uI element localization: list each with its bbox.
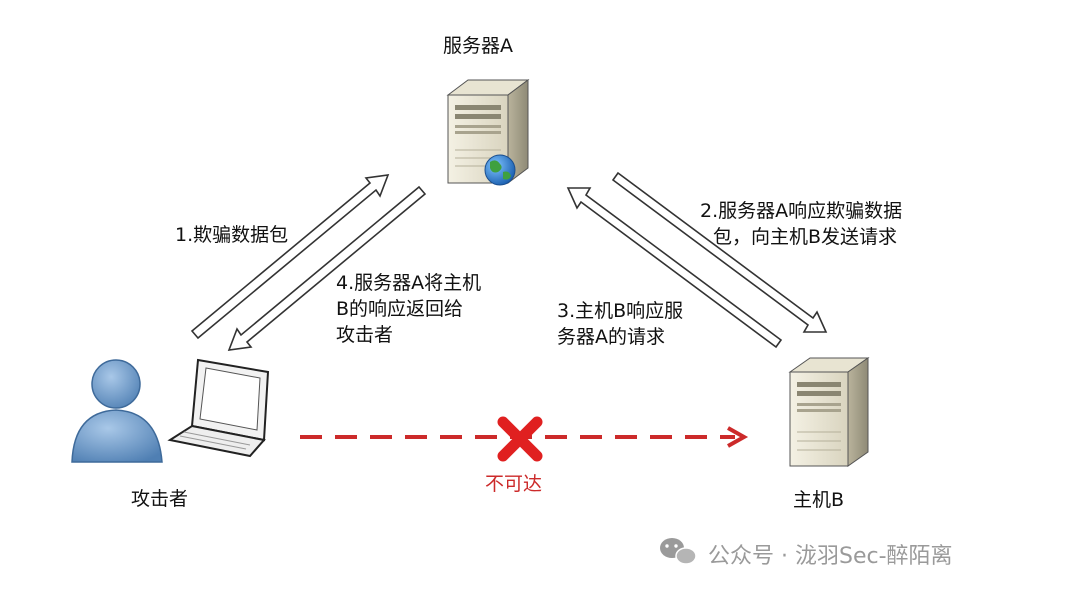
wechat-icon bbox=[660, 538, 697, 565]
step3-label-line2: 务器A的请求 bbox=[557, 326, 665, 348]
laptop-icon bbox=[167, 358, 270, 458]
host-b-label: 主机B bbox=[793, 489, 845, 511]
step2-label-line2: 包，向主机B发送请求 bbox=[713, 226, 898, 248]
step3-label-line1: 3.主机B响应服 bbox=[557, 300, 684, 322]
cross-icon bbox=[497, 416, 543, 462]
attacker-label: 攻击者 bbox=[131, 488, 189, 510]
arrow-step4 bbox=[227, 185, 427, 351]
host-b-server-icon bbox=[788, 357, 870, 467]
globe-icon bbox=[484, 154, 516, 186]
step2-label-line1: 2.服务器A响应欺骗数据 bbox=[700, 200, 903, 222]
step1-label: 1.欺骗数据包 bbox=[175, 224, 289, 246]
server-a-label: 服务器A bbox=[443, 35, 513, 57]
step4-label-line3: 攻击者 bbox=[336, 324, 394, 346]
watermark-text: 公众号 · 泷羽Sec-醉陌离 bbox=[708, 544, 953, 569]
step4-label-line2: B的响应返回给 bbox=[336, 298, 464, 320]
arrow-step2 bbox=[611, 171, 828, 333]
arrow-step1 bbox=[190, 174, 390, 340]
step4-label-line1: 4.服务器A将主机 bbox=[336, 272, 482, 294]
person-icon bbox=[71, 359, 163, 463]
unreachable-label: 不可达 bbox=[485, 473, 543, 495]
server-a-icon bbox=[446, 79, 530, 184]
arrow-step3 bbox=[566, 187, 783, 349]
